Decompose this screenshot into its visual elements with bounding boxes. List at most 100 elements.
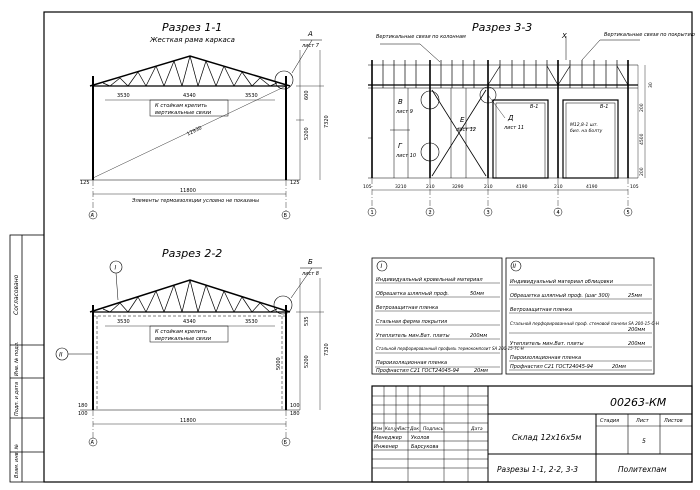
callout-b-sheet: лист 8	[301, 271, 319, 277]
dim-2-2-end-left: 180	[78, 403, 88, 409]
legend-i: I Индивидуальный кровельный материал Обр…	[371, 257, 524, 375]
legend-i-marker: I	[381, 263, 383, 270]
dim-3-3-right-bottom: 200	[639, 167, 645, 176]
callout-b-letter: Б	[308, 258, 313, 266]
dim-3-3-right-main: 4500	[639, 133, 645, 145]
dim-3-3-b8: 105	[630, 184, 639, 190]
section-3-3: Разрез 3-3	[363, 21, 695, 217]
tb-role-1: Инженер	[374, 444, 398, 450]
side-stamp-inv: Инв. № подл.	[14, 342, 20, 377]
side-stamp-replace: Взам. инв. №	[14, 444, 20, 478]
dim-2-2-span: 11800	[180, 418, 196, 424]
dim-1-1-top-1: 3530	[117, 93, 130, 99]
legend-ii-row-6: Профнастил С21 ГОСТ24045-94	[510, 364, 593, 370]
callout-e-letter: Е	[460, 116, 465, 124]
dim-3-3-right-mid: 200	[639, 103, 645, 112]
tb-role-0: Менеджер	[374, 435, 402, 441]
dim-1-1-end-left: 125	[80, 180, 90, 186]
dim-1-1-right-1: 600	[304, 90, 310, 100]
dim-3-3-right-top: 30	[648, 82, 654, 88]
side-stamp-agreed: Согласовано	[13, 274, 20, 315]
legend-i-row-2: Ветрозащитная пленка	[376, 305, 438, 311]
legend-ii-marker: II	[513, 263, 517, 270]
axis-3-3-5: 5	[627, 210, 630, 216]
note-1-1-bottom: Элементы термоизоляции условно не показа…	[131, 198, 259, 204]
legend-i-row-0: Индивидуальный кровельный материал	[376, 277, 483, 283]
legend-ii-row-1: Обрешетка шляпный проф. (шаг 300)	[510, 293, 610, 299]
callout-e-sheet: лист 12	[455, 127, 476, 133]
tb-header-1: Кол.уч	[385, 426, 399, 431]
title-block-sheet-label: Лист	[635, 418, 650, 424]
callout-a-sheet: лист 7	[301, 43, 320, 49]
legend-ii-row-0: Индивидуальный материал облицовки	[510, 279, 614, 285]
mark-3-3-x: Х	[561, 32, 567, 40]
callout-a-letter: А	[307, 30, 313, 38]
legend-i-row-1: Обрешетка шляпный проф.	[376, 291, 449, 297]
title-block-code: 00263-КМ	[610, 396, 667, 409]
gate-1-label: В-1	[530, 104, 538, 110]
dim-1-1-span: 11800	[180, 188, 196, 194]
dim-3-3-b1: 3210	[395, 184, 407, 190]
tb-name-0: Уколов	[411, 435, 429, 441]
dim-3-3-b2: 210	[426, 184, 435, 190]
legend-ii-row-4-val: 200мм	[628, 341, 645, 347]
tb-header-3: Док	[409, 426, 419, 432]
dim-3-3-b6: 210	[554, 184, 563, 190]
gate-2-label: В-1	[600, 104, 608, 110]
legend-ii-row-5: Пароизоляционная пленка	[510, 355, 581, 361]
legend-ii-row-6-val: 20мм	[612, 364, 626, 370]
callout-ii-marker: II	[59, 352, 63, 359]
axis-3-3-4: 4	[557, 210, 560, 216]
section-3-3-title: Разрез 3-3	[472, 21, 532, 34]
dim-3-3-b5: 4190	[516, 184, 528, 190]
dim-3-3-b4: 210	[484, 184, 493, 190]
section-1-1: Разрез 1-1 Жесткая рама каркаса	[80, 21, 330, 220]
label-3-3-left: Вертикальные связи по колоннам	[376, 34, 466, 40]
callout-g-letter: Г	[398, 142, 403, 150]
title-block-sheet-no: 5	[642, 438, 646, 445]
section-2-2-title: Разрез 2-2	[162, 247, 222, 260]
frame-3-3-drawing	[367, 36, 646, 217]
section-2-2: Разрез 2-2	[55, 247, 330, 447]
section-1-1-title: Разрез 1-1	[162, 21, 222, 34]
title-block-object: Склад 12х16х5м	[512, 433, 581, 442]
axis-1-1-right: Б	[284, 213, 288, 219]
title-block-sheets-label: Листов	[663, 418, 683, 424]
callout-g-sheet: лист 10	[395, 153, 416, 159]
dim-2-2-end-right: 100	[290, 403, 300, 409]
callout-d-sheet: лист 11	[503, 125, 524, 131]
legend-ii-row-2: Ветрозащитная пленка	[510, 307, 572, 313]
dim-1-1-end-right: 125	[290, 180, 300, 186]
frame-2-2-drawing	[55, 260, 324, 447]
sheet-frame	[43, 11, 693, 483]
axis-2-2-right: Б	[284, 440, 288, 446]
tb-header-5: Дата	[470, 426, 483, 432]
dim-2-2-right-3: 7320	[324, 343, 330, 356]
legend-ii-row-1-val: 25мм	[628, 293, 642, 299]
title-block-stage-label: Стадия	[600, 418, 619, 424]
side-stamp-sign: Подп. и дата	[14, 382, 20, 416]
tb-header-2: Лист	[397, 426, 410, 432]
legend-i-row-4: Утеплитель мин.Ват. плиты	[376, 333, 450, 339]
callout-i-marker: I	[115, 265, 117, 272]
legend-i-row-1-val: 50мм	[470, 291, 484, 297]
legend-ii: II Индивидуальный материал облицовки Обр…	[505, 257, 660, 375]
axis-3-3-3: 3	[487, 210, 490, 216]
dim-2-2-top-3: 3530	[245, 319, 258, 325]
bolt-note-1: М12,8-1 шт.	[570, 122, 598, 128]
label-3-3-right: Вертикальные связи по покрытию	[604, 32, 695, 38]
dim-1-1-right-2: 5200	[304, 127, 310, 140]
legend-ii-row-3-val: 200мм	[628, 327, 645, 333]
legend-i-row-6: Пароизоляционная пленка	[376, 360, 447, 366]
dim-2-2-right-4: 5000	[276, 357, 282, 370]
section-1-1-subtitle: Жесткая рама каркаса	[149, 36, 235, 44]
axis-2-2-left: А	[91, 440, 95, 446]
callout-v-sheet: лист 9	[395, 109, 413, 115]
title-block: 00263-КМ Склад 12х16х5м Разрезы 1-1, 2-2…	[371, 385, 693, 483]
legend-i-row-5: Стальной перфорированный профиль термоко…	[376, 346, 524, 351]
note-1-1-line1: К стойкам крепить	[155, 103, 207, 109]
dim-3-3-b0: 105	[363, 184, 372, 190]
note-1-1-line2: вертикальные связи	[155, 110, 212, 116]
axis-3-3-1: 1	[371, 210, 374, 216]
bolt-note-2: бил. на болту	[570, 128, 603, 134]
